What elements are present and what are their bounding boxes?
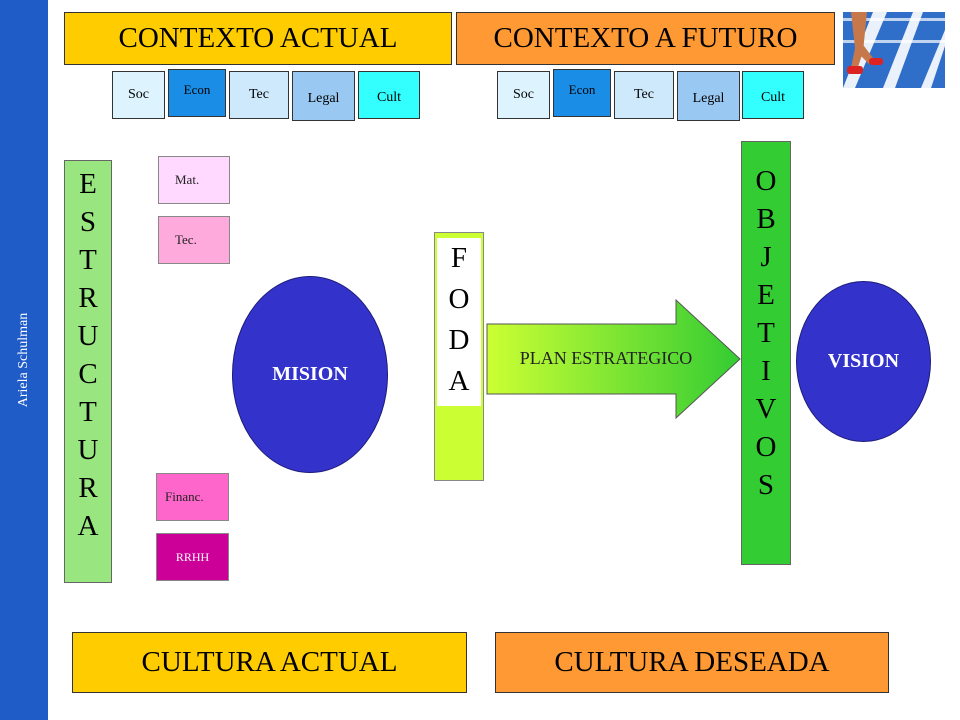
contexto-futuro-box: CONTEXTO A FUTURO	[456, 12, 835, 65]
foda-letter: F	[450, 242, 468, 274]
resource-financ: Financ.	[156, 473, 229, 521]
objetivos-letter: O	[755, 165, 777, 197]
chip-actual-soc: Soc	[112, 71, 165, 119]
objetivos-letter: V	[755, 393, 777, 425]
chip-futuro-legal: Legal	[677, 71, 740, 121]
chip-label: Legal	[307, 91, 340, 106]
author-credit: Ariela Schulman	[0, 0, 48, 720]
objetivos-letter: O	[755, 431, 777, 463]
mision-label: MISION	[272, 363, 348, 385]
chip-label: Soc	[513, 87, 534, 102]
estructura-letter: R	[78, 282, 98, 314]
resource-label: Financ.	[165, 489, 204, 504]
chip-label: Legal	[692, 91, 725, 106]
cultura-actual-box: CULTURA ACTUAL	[72, 632, 467, 693]
chip-actual-tec: Tec	[229, 71, 289, 119]
vision-label: VISION	[827, 350, 900, 372]
cultura-deseada-box: CULTURA DESEADA	[495, 632, 889, 693]
chip-label: Cult	[760, 90, 786, 105]
chip-label: Econ	[568, 82, 596, 97]
resource-rrhh: RRHH	[156, 533, 229, 581]
estructura-column: E S T R U C T U R A	[64, 160, 112, 583]
plan-estrategico-arrow	[486, 298, 741, 420]
estructura-letter: S	[79, 206, 97, 238]
resource-label: RRHH	[175, 549, 210, 564]
estructura-letter: A	[77, 510, 99, 542]
chip-futuro-soc: Soc	[497, 71, 550, 119]
resource-label: Tec.	[175, 232, 197, 247]
objetivos-letter: S	[757, 469, 775, 501]
estructura-letter: U	[77, 320, 99, 352]
chip-label: Econ	[183, 82, 211, 97]
objetivos-letter: E	[757, 279, 775, 311]
contexto-futuro-title: CONTEXTO A FUTURO	[493, 22, 798, 54]
estructura-letter: T	[79, 396, 97, 428]
mision-circle: MISION	[232, 276, 388, 473]
chip-actual-cult: Cult	[358, 71, 420, 119]
objetivos-column: O B J E T I V O S	[741, 141, 791, 565]
vision-circle: VISION	[796, 281, 931, 442]
runner-on-track-icon	[843, 12, 945, 88]
chip-futuro-econ: Econ	[553, 69, 611, 117]
resource-label: Mat.	[175, 172, 200, 187]
cultura-actual-title: CULTURA ACTUAL	[141, 646, 398, 678]
plan-estrategico-label: PLAN ESTRATEGICO	[519, 347, 693, 368]
estructura-letter: C	[78, 358, 98, 390]
chip-actual-legal: Legal	[292, 71, 355, 121]
chip-futuro-tec: Tec	[614, 71, 674, 119]
chip-futuro-cult: Cult	[742, 71, 804, 119]
foda-letter: O	[448, 283, 470, 315]
foda-letters: F O D A	[437, 238, 481, 406]
contexto-actual-title: CONTEXTO ACTUAL	[118, 22, 398, 54]
chip-label: Tec	[633, 87, 654, 102]
resource-mat: Mat.	[158, 156, 230, 204]
chip-label: Cult	[376, 90, 402, 105]
sidebar	[0, 0, 48, 720]
author-name: Ariela Schulman	[16, 312, 32, 408]
chip-label: Tec	[248, 87, 269, 102]
estructura-letter: T	[79, 244, 97, 276]
cultura-deseada-title: CULTURA DESEADA	[554, 646, 830, 678]
resource-tec: Tec.	[158, 216, 230, 264]
objetivos-letter: T	[757, 317, 775, 349]
estructura-letter: R	[78, 472, 98, 504]
objetivos-letter: J	[760, 241, 772, 273]
foda-letter: D	[448, 324, 470, 356]
contexto-actual-box: CONTEXTO ACTUAL	[64, 12, 452, 65]
chip-actual-econ: Econ	[168, 69, 226, 117]
objetivos-letter: B	[756, 203, 776, 235]
estructura-letter: E	[79, 168, 97, 200]
estructura-letter: U	[77, 434, 99, 466]
objetivos-letter: I	[761, 355, 771, 387]
plan-estrategico-label-wrap: PLAN ESTRATEGICO	[486, 340, 726, 376]
foda-letter: A	[448, 365, 470, 397]
chip-label: Soc	[128, 87, 149, 102]
